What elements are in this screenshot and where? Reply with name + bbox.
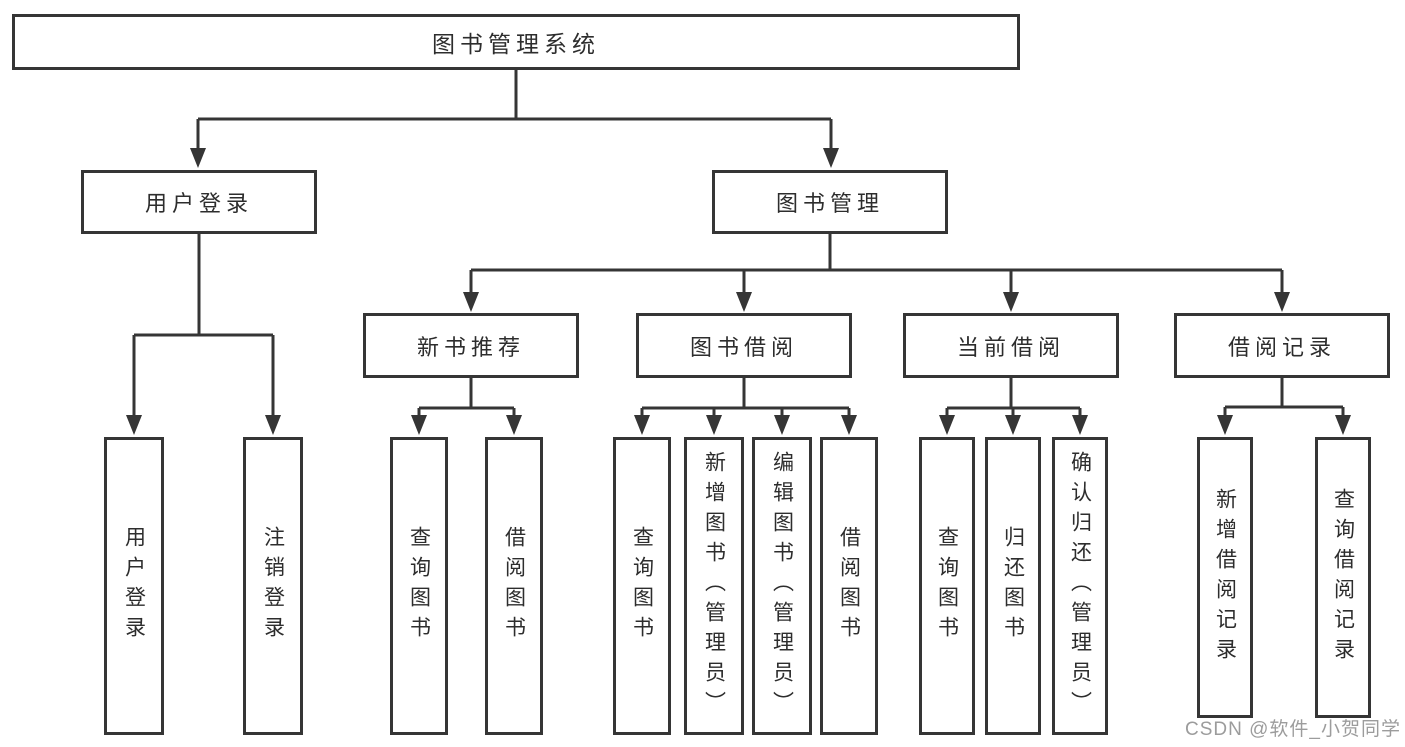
- leaf-add-book-admin: 新增图书（管理员）: [684, 437, 744, 735]
- leaf-query-book: 查询图书: [613, 437, 671, 735]
- connector-user-login: [132, 234, 275, 427]
- leaf-return-book: 归还图书: [985, 437, 1041, 735]
- node-user-login: 用户登录: [81, 170, 317, 234]
- leaf-edit-book-admin: 编辑图书（管理员）: [752, 437, 812, 735]
- node-book-management: 图书管理: [712, 170, 948, 234]
- node-current-borrowing: 当前借阅: [903, 313, 1119, 378]
- connector-new-book: [417, 378, 516, 427]
- leaf-query-book-recommend: 查询图书: [390, 437, 448, 735]
- node-book-borrowing: 图书借阅: [636, 313, 852, 378]
- leaf-query-borrow-record: 查询借阅记录: [1315, 437, 1371, 718]
- node-root: 图书管理系统: [12, 14, 1020, 70]
- connector-book-mgmt: [469, 234, 1284, 304]
- leaf-borrow-book: 借阅图书: [820, 437, 878, 735]
- connector-borrow-record: [1223, 378, 1345, 427]
- leaf-user-login: 用户登录: [104, 437, 164, 735]
- leaf-query-book-current: 查询图书: [919, 437, 975, 735]
- connector-book-borrow: [640, 378, 851, 427]
- leaf-add-borrow-record: 新增借阅记录: [1197, 437, 1253, 718]
- node-borrow-records: 借阅记录: [1174, 313, 1390, 378]
- csdn-watermark: CSDN @软件_小贺同学: [1185, 719, 1401, 740]
- leaf-logout: 注销登录: [243, 437, 303, 735]
- leaf-borrow-book-recommend: 借阅图书: [485, 437, 543, 735]
- arrowheads: [126, 148, 1351, 435]
- node-new-book-recommend: 新书推荐: [363, 313, 579, 378]
- connector-root-to-level2: [196, 70, 833, 160]
- leaf-confirm-return-admin: 确认归还（管理员）: [1052, 437, 1108, 735]
